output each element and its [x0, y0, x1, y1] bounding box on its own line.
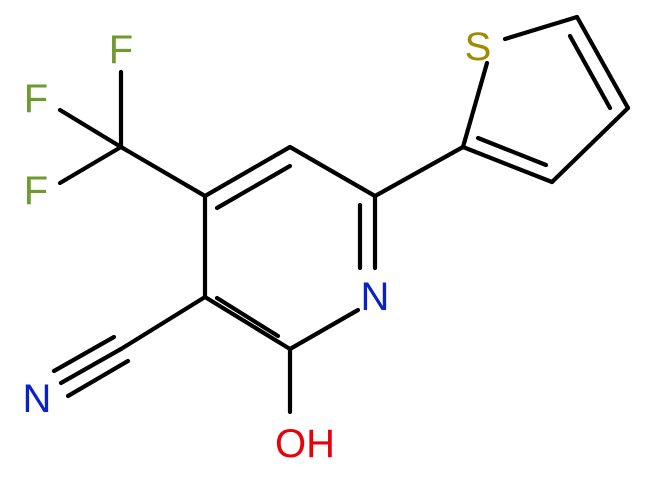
bond-c2-c3 [202, 294, 293, 352]
fluorine-label-2: F [24, 77, 48, 121]
bond-n1-c2 [287, 307, 361, 352]
bond-c5-c6 [287, 144, 378, 199]
ring-nitrogen-label: N [361, 275, 390, 319]
bond-c4-c5-inner [214, 163, 293, 211]
hydroxyl-label: OH [275, 422, 335, 466]
bond-c-f3 [57, 144, 124, 186]
bond-th5-th4 [574, 14, 631, 111]
atom-labels: F F F S N N OH [23, 25, 492, 466]
bond-th3-th2 [460, 144, 555, 185]
bond-cn-b [65, 358, 131, 399]
bond-c3-cn [118, 294, 208, 352]
bond-c2-c3-inner [214, 295, 281, 339]
bond-th5-th4-inner [567, 33, 613, 111]
bond-th3-th2-inner [475, 135, 549, 168]
nitrile-nitrogen-label: N [23, 377, 52, 421]
fluorine-label-3: F [24, 169, 48, 213]
bond-th4-th3 [549, 105, 631, 185]
bond-cn-c [51, 334, 117, 374]
bond-lines [51, 14, 631, 415]
bond-s-th5 [502, 14, 580, 42]
bond-cf3-c4 [118, 144, 208, 199]
bond-c-f2 [57, 107, 124, 150]
fluorine-label-1: F [109, 28, 133, 72]
bond-th2-s [460, 60, 490, 150]
bond-cn-a [58, 346, 124, 386]
bond-c4-c5 [202, 144, 293, 199]
bond-c6-th2 [372, 144, 466, 199]
sulfur-label: S [465, 25, 492, 69]
